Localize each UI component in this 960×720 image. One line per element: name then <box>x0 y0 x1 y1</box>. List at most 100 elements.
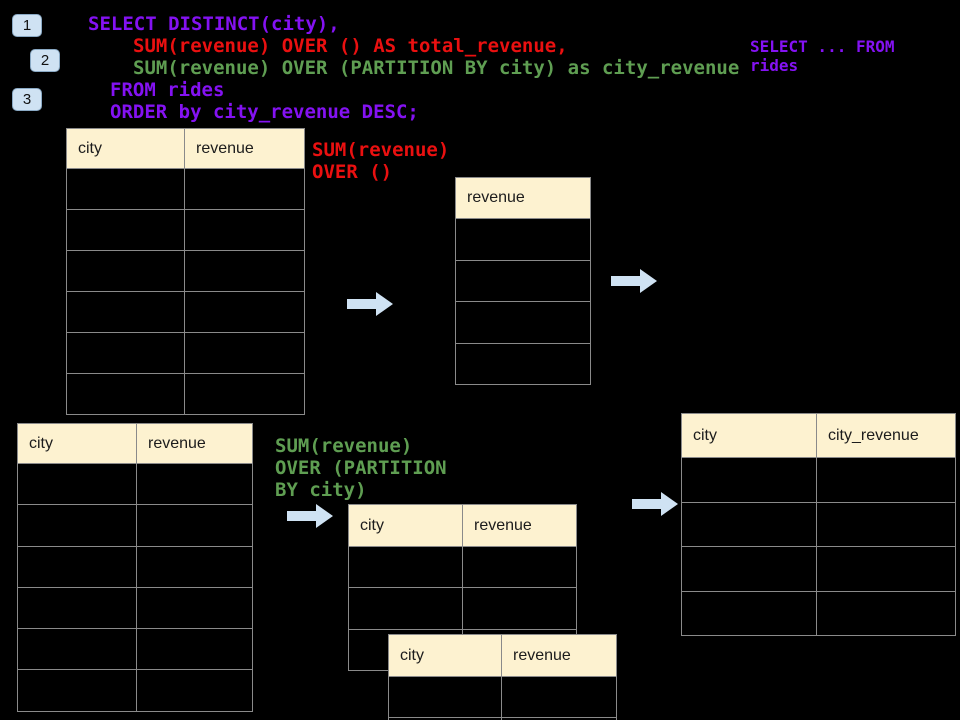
table-row <box>456 259 590 302</box>
partition-window-label-line1: SUM(revenue) <box>275 435 413 457</box>
table-row <box>67 168 304 209</box>
table-partition-step-b: city revenue <box>388 634 617 720</box>
table-cell <box>463 547 576 587</box>
partition-window-label-line2: OVER (PARTITION <box>275 457 447 479</box>
table-cell <box>18 505 137 546</box>
table-cell <box>18 670 137 711</box>
table-cell <box>67 251 185 291</box>
table-cell <box>456 302 590 343</box>
table-cell <box>463 588 576 628</box>
table-cell <box>137 505 252 545</box>
table-row <box>18 545 252 587</box>
column-header-city: city <box>349 505 463 546</box>
table-header-row: city revenue <box>67 129 304 168</box>
table-cell <box>67 169 185 209</box>
side-snippet-line2: rides <box>750 56 799 75</box>
table-row <box>682 590 955 636</box>
column-header-revenue: revenue <box>196 139 254 157</box>
step-badge-3: 3 <box>12 88 42 111</box>
step-badge-2-label: 2 <box>40 52 50 69</box>
table-row <box>18 628 252 670</box>
table-row <box>682 546 955 591</box>
table-partition-result: city city_revenue <box>681 413 956 636</box>
table-row <box>456 301 590 343</box>
column-header-city: city <box>67 129 185 168</box>
step-badge-3-label: 3 <box>22 91 32 108</box>
table-source-top: city revenue <box>66 128 305 415</box>
table-header-row: city revenue <box>349 505 576 546</box>
partition-window-label-line3: BY city) <box>275 479 367 501</box>
column-header-city: city <box>389 635 502 676</box>
table-row <box>18 504 252 546</box>
table-cell <box>502 677 616 717</box>
sql-line-from: FROM rides <box>110 79 225 101</box>
sql-line-total-revenue: SUM(revenue) OVER () AS total_revenue, <box>133 35 568 57</box>
column-header-revenue: revenue <box>474 516 532 534</box>
table-row <box>18 463 252 505</box>
step-badge-1-label: 1 <box>22 17 32 34</box>
sql-line-order-by: ORDER by city_revenue DESC; <box>110 101 419 123</box>
flow-arrow-partition-to-result-icon <box>632 492 678 516</box>
table-cell <box>137 464 252 504</box>
table-cell <box>67 292 185 332</box>
table-cell <box>456 261 590 302</box>
table-cell <box>67 210 185 250</box>
table-cell <box>185 374 304 414</box>
total-window-label-line1: SUM(revenue) <box>312 139 450 161</box>
table-cell <box>682 591 817 635</box>
table-cell <box>185 251 304 291</box>
column-header-revenue: revenue <box>467 189 525 206</box>
table-header-row: city city_revenue <box>682 414 955 457</box>
table-row <box>389 676 616 717</box>
side-snippet-line1: SELECT ... FROM <box>750 37 895 56</box>
table-cell <box>349 588 463 629</box>
table-row <box>18 586 252 629</box>
table-row <box>389 717 616 720</box>
flow-arrow-source-to-partition-icon <box>287 504 333 528</box>
table-row <box>67 291 304 332</box>
table-cell <box>137 588 252 628</box>
table-cell <box>137 547 252 587</box>
step-badge-1: 1 <box>12 14 42 37</box>
table-row <box>67 332 304 373</box>
table-cell <box>18 629 137 670</box>
step-badge-2: 2 <box>30 49 60 72</box>
table-cell <box>682 547 817 591</box>
sql-line-select: SELECT DISTINCT(city), <box>88 13 340 35</box>
column-header-city: city <box>18 424 137 463</box>
table-cell <box>18 464 137 505</box>
table-cell <box>185 292 304 332</box>
table-cell <box>817 592 955 636</box>
table-cell <box>817 547 955 591</box>
table-cell <box>682 502 817 546</box>
table-total-result: revenue <box>455 177 591 385</box>
table-cell <box>389 718 502 720</box>
table-cell <box>137 670 252 710</box>
table-row <box>682 501 955 546</box>
table-cell <box>67 333 185 373</box>
table-cell <box>185 333 304 373</box>
table-cell <box>185 210 304 250</box>
sql-line-city-revenue: SUM(revenue) OVER (PARTITION BY city) as… <box>133 57 740 79</box>
column-header-city: city <box>682 414 817 457</box>
table-row <box>67 250 304 291</box>
table-header-row: revenue <box>456 178 590 218</box>
table-cell <box>18 546 137 587</box>
table-cell <box>682 458 817 502</box>
table-cell <box>389 677 502 717</box>
table-cell <box>456 344 590 385</box>
table-cell <box>817 458 955 502</box>
total-window-label-line2: OVER () <box>312 161 393 183</box>
flow-arrow-total-out-icon <box>611 269 657 293</box>
table-cell <box>456 219 590 260</box>
table-cell <box>67 374 185 414</box>
table-partition-step-a: city revenue <box>348 504 577 671</box>
table-cell <box>137 629 252 669</box>
table-row <box>67 373 304 414</box>
column-header-revenue: revenue <box>148 434 206 452</box>
table-cell <box>349 547 463 588</box>
table-source-bottom: city revenue <box>17 423 253 712</box>
table-row <box>456 342 590 385</box>
table-row <box>682 457 955 502</box>
